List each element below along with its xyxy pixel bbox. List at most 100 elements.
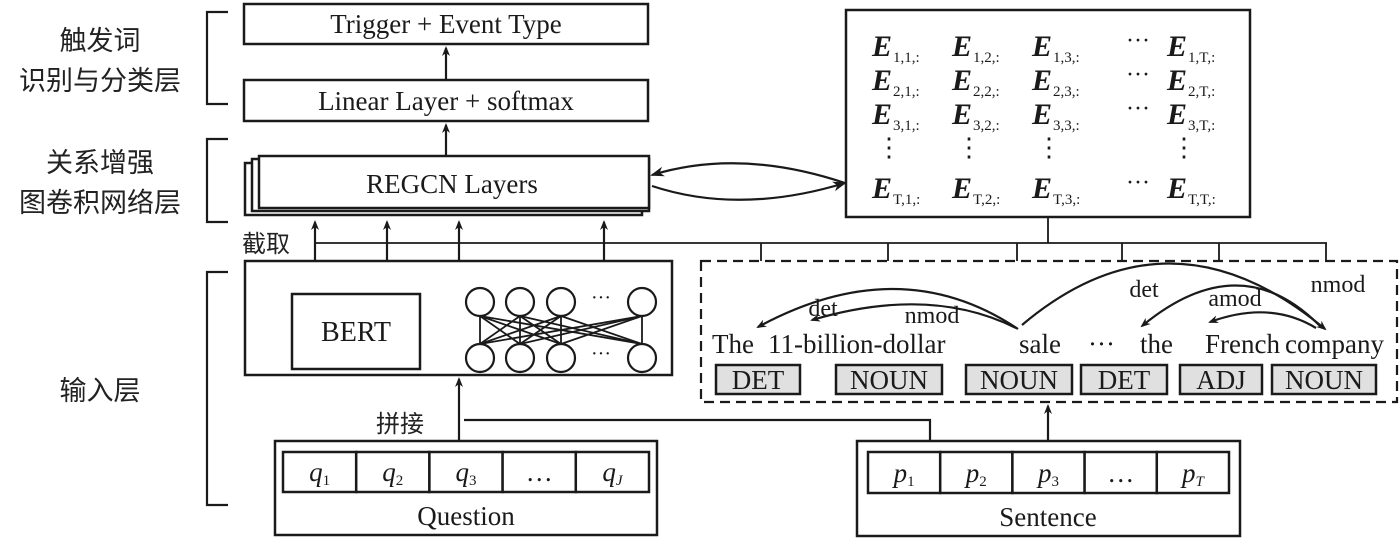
nn-connection <box>479 315 562 345</box>
token-cell: q2 <box>354 450 431 494</box>
svg-text:DET: DET <box>1098 365 1151 395</box>
layer-label-trigger-line1: 触发词 <box>60 26 141 57</box>
concat-label: 拼接 <box>376 410 424 438</box>
dependency-word: ··· <box>1088 329 1115 359</box>
matrix-connector-tree <box>315 217 1327 261</box>
output-box: Trigger + Event Type <box>242 2 650 46</box>
matrix-cell: E2,3,: <box>1031 64 1080 100</box>
matrix-cell: E3,3,: <box>1031 98 1080 134</box>
arc-label-det-2: det <box>1129 277 1159 303</box>
matrix-cell: E2,1,: <box>871 64 920 100</box>
matrix-cell: E1,T,: <box>1166 30 1215 66</box>
nn-node <box>545 286 577 318</box>
pos-tag: DET <box>1079 363 1169 396</box>
token-cell: p1 <box>866 450 942 495</box>
pos-tag: ADJ <box>1178 363 1264 396</box>
layer-label-regcn: 关系增强 图卷积网络层 <box>19 148 181 219</box>
encoder-box: BERT ······ <box>243 259 674 377</box>
pos-tag: NOUN <box>964 363 1074 396</box>
regcn-layers-box: REGCN Layers <box>243 154 651 217</box>
nn-node <box>626 286 658 318</box>
nn-node <box>504 342 536 374</box>
dependency-word: the <box>1140 329 1173 359</box>
matrix-cell: E2,T,: <box>1166 64 1215 100</box>
arc-label-nmod-2: nmod <box>1311 272 1366 298</box>
matrix-cell: E1,2,: <box>951 30 1000 66</box>
layer-label-input: 输入层 <box>60 376 141 407</box>
matrix-vellipsis: ⋮ <box>1171 133 1197 162</box>
matrix-cell: E3,1,: <box>871 98 920 134</box>
token-cell: … <box>1083 450 1159 495</box>
token-cell: … <box>501 450 578 494</box>
arc-det-sale-the <box>756 287 1019 330</box>
matrix-ellipsis: ··· <box>1126 62 1150 88</box>
matrix-cell: ET,3,: <box>1031 172 1080 208</box>
nn-connection <box>560 315 643 345</box>
arc-label-amod: amod <box>1208 286 1261 312</box>
matrix-vellipsis: ⋮ <box>956 133 982 162</box>
token-cell: q1 <box>281 450 358 494</box>
svg-text:…: … <box>1107 458 1134 488</box>
svg-text:NOUN: NOUN <box>980 365 1058 395</box>
token-cell: p2 <box>938 450 1014 495</box>
svg-text:p1: p1 <box>892 458 915 490</box>
dependency-word: company <box>1285 329 1384 359</box>
arrow-matrix-to-regcn <box>650 162 846 185</box>
arrow-regcn-to-matrix <box>651 181 847 201</box>
svg-text:q1: q1 <box>309 457 330 489</box>
svg-text:NOUN: NOUN <box>850 365 928 395</box>
pos-tag: NOUN <box>834 363 944 396</box>
nn-node <box>626 342 658 374</box>
nn-connection <box>519 315 562 345</box>
arc-label-nmod-1: nmod <box>905 303 960 329</box>
pos-tag: DET <box>714 363 802 396</box>
svg-text:qJ: qJ <box>602 457 624 489</box>
sentence-label: Sentence <box>999 502 1096 532</box>
matrix-cell: ET,T,: <box>1166 172 1216 208</box>
nn-connection <box>479 315 643 345</box>
question-label: Question <box>417 501 515 531</box>
regcn-layers-label: REGCN Layers <box>366 169 538 199</box>
layer-label-trigger-line2: 识别与分类层 <box>19 66 181 97</box>
nn-ellipsis: ··· <box>591 287 611 309</box>
layer-label-trigger: 触发词 识别与分类层 <box>19 26 181 97</box>
matrix-cell: E1,1,: <box>871 30 920 66</box>
matrix-cell: E1,3,: <box>1031 30 1080 66</box>
arc-nmod-sale-billion <box>810 303 1017 329</box>
svg-text:NOUN: NOUN <box>1285 365 1363 395</box>
nn-connection <box>479 315 521 345</box>
bracket-trigger <box>205 10 228 106</box>
layer-label-regcn-line1: 关系增强 <box>46 148 154 179</box>
truncate-label: 截取 <box>242 230 290 258</box>
linear-softmax-box: Linear Layer + softmax <box>242 78 650 123</box>
nn-node <box>464 342 496 374</box>
token-cell: p3 <box>1011 450 1086 495</box>
edge-matrix-box: E1,1,:E1,2,:E1,3,:···E1,T,:E2,1,:E2,2,:E… <box>844 8 1252 219</box>
svg-text:pT: pT <box>1180 458 1206 490</box>
bracket-input <box>205 270 228 507</box>
token-cell: qJ <box>574 450 651 494</box>
dependency-word: French <box>1205 329 1280 359</box>
nn-node <box>545 342 577 374</box>
bert-box <box>290 292 422 371</box>
layer-label-regcn-line2: 图卷积网络层 <box>19 188 181 219</box>
sentence-to-concat-line <box>464 418 932 441</box>
matrix-ellipsis: ··· <box>1126 28 1150 54</box>
neural-network-icon: ······ <box>464 286 658 374</box>
arc-amod-company-french <box>1208 311 1317 329</box>
svg-text:DET: DET <box>732 365 785 395</box>
output-box-label: Trigger + Event Type <box>330 9 562 39</box>
nn-node <box>464 286 496 318</box>
matrix-cell: ET,2,: <box>951 172 1000 208</box>
linear-softmax-label: Linear Layer + softmax <box>318 86 574 116</box>
svg-text:p3: p3 <box>1036 458 1059 490</box>
nn-connection <box>519 315 643 345</box>
sentence-box: p1 p2 p3 … pT Sentence <box>855 439 1242 538</box>
edge-matrix-cells: E1,1,:E1,2,:E1,3,:···E1,T,:E2,1,:E2,2,:E… <box>871 28 1216 208</box>
token-cell: q3 <box>428 450 504 494</box>
